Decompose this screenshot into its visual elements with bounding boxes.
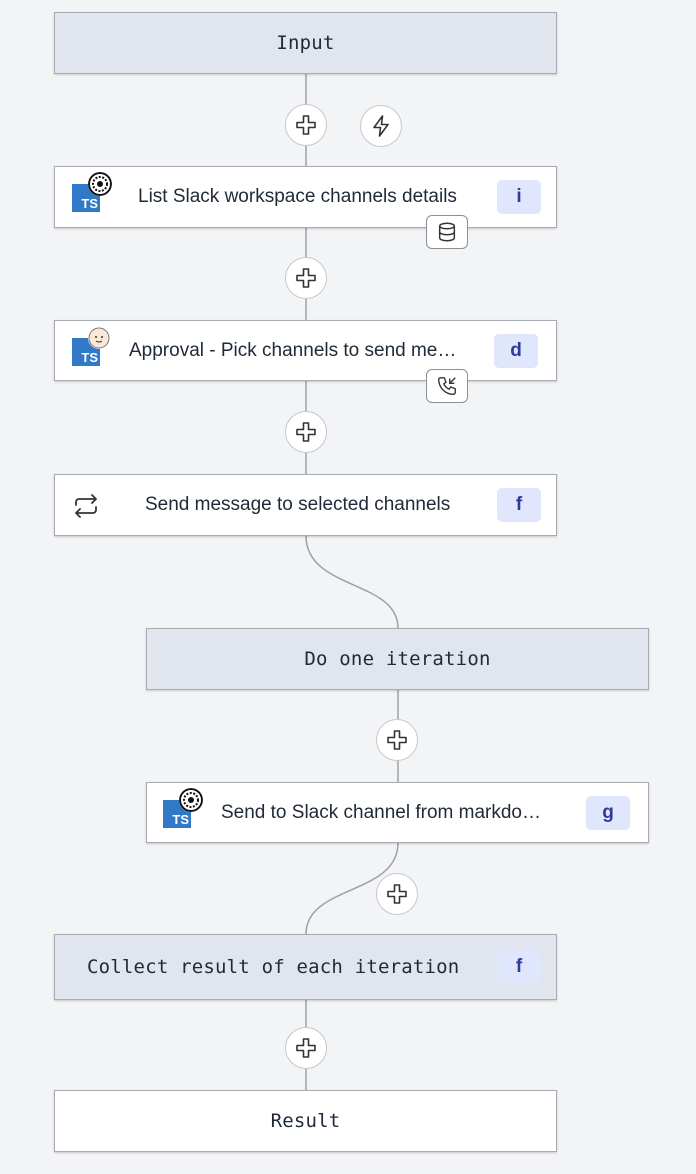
- plus-icon: [387, 884, 407, 904]
- step-approval[interactable]: TS Approval - Pick channels to send me… …: [54, 320, 557, 381]
- phone-incoming-icon: [438, 377, 456, 395]
- input-node-label: Input: [276, 32, 335, 54]
- step-label: Send message to selected channels: [145, 494, 451, 515]
- result-node[interactable]: Result: [54, 1090, 557, 1152]
- suspend-toggle-button[interactable]: [426, 369, 468, 403]
- plus-icon: [387, 730, 407, 750]
- step-id-badge: f: [497, 488, 541, 522]
- step-label: Send to Slack channel from markdo…: [221, 801, 541, 823]
- step-id-badge: i: [497, 180, 541, 214]
- add-step-button[interactable]: [285, 1027, 327, 1069]
- collect-label: Collect result of each iteration: [87, 956, 460, 978]
- add-trigger-button[interactable]: [360, 105, 402, 147]
- plus-icon: [296, 115, 316, 135]
- step-id-badge: f: [497, 950, 541, 984]
- loop-arrows-icon: [75, 494, 97, 518]
- plus-icon: [296, 268, 316, 288]
- plus-icon: [296, 1038, 316, 1058]
- result-label: Result: [270, 1110, 341, 1132]
- collect-node[interactable]: Collect result of each iteration f: [54, 934, 557, 1000]
- step-loop[interactable]: Send message to selected channels f: [54, 474, 557, 536]
- step-label: List Slack workspace channels details: [138, 186, 457, 207]
- cache-toggle-button[interactable]: [426, 215, 468, 249]
- iteration-start-node[interactable]: Do one iteration: [146, 628, 649, 690]
- add-step-button[interactable]: [376, 873, 418, 915]
- step-id-badge: d: [494, 334, 538, 368]
- step-list-channels[interactable]: TS List Slack workspace channels details…: [54, 166, 557, 228]
- database-icon: [438, 222, 456, 242]
- step-send-slack[interactable]: TS Send to Slack channel from markdo… g: [146, 782, 649, 843]
- plus-icon: [296, 422, 316, 442]
- author-avatar: [88, 327, 110, 349]
- step-label: Approval - Pick channels to send me…: [129, 339, 457, 361]
- step-id-badge: g: [586, 796, 630, 830]
- author-avatar: [179, 788, 203, 812]
- input-node[interactable]: Input: [54, 12, 557, 74]
- add-step-button[interactable]: [285, 104, 327, 146]
- iteration-start-label: Do one iteration: [304, 648, 491, 670]
- lightning-icon: [373, 115, 389, 137]
- add-step-button[interactable]: [376, 719, 418, 761]
- add-step-button[interactable]: [285, 411, 327, 453]
- author-avatar: [88, 172, 112, 196]
- add-step-button[interactable]: [285, 257, 327, 299]
